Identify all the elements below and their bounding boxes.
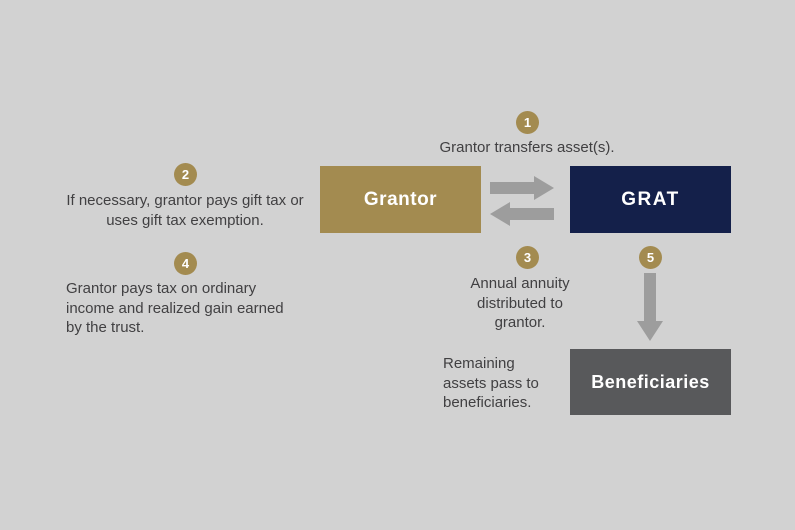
grat-node: GRAT [570,166,731,233]
step-3-badge: 3 [516,246,539,269]
step-1-badge: 1 [516,111,539,134]
step-3-caption: Annual annuity distributed to grantor. [470,275,570,331]
grantor-node-label: Grantor [363,188,438,210]
step-4-caption: Grantor pays tax on ordinary income and … [66,280,284,336]
step-1-caption: Grantor transfers asset(s). [439,139,615,156]
beneficiaries-node-label: Beneficiaries [591,371,710,392]
step-4-badge: 4 [174,252,197,275]
beneficiaries-node: Beneficiaries [570,349,731,415]
step-2-caption: If necessary, grantor pays gift tax or u… [66,192,304,229]
step-5-badge: 5 [639,246,662,269]
step-2-badge: 2 [174,163,197,186]
grat-node-label: GRAT [621,188,680,210]
remaining-assets-note: Remaining assets pass to beneficiaries. [443,355,539,411]
grantor-node: Grantor [320,166,481,233]
